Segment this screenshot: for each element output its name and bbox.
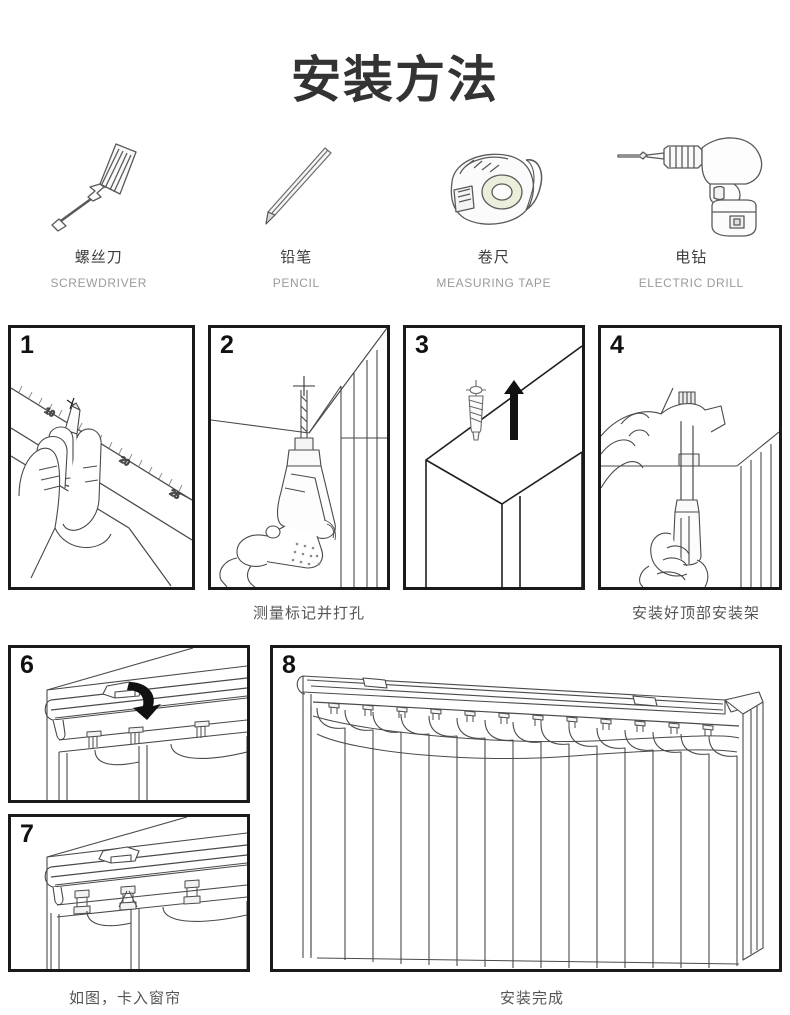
step-panel-1: 1 10 20 25 [8, 325, 195, 590]
tool-name-en: SCREWDRIVER [50, 276, 148, 290]
tool-name-cn: 电钻 [675, 249, 708, 266]
step-1-illustration: 10 20 25 [11, 385, 192, 587]
svg-text:20: 20 [118, 454, 132, 468]
electric-drill-icon [601, 130, 781, 240]
tool-name-en: ELECTRIC DRILL [638, 276, 744, 290]
step-8-illustration [296, 675, 764, 968]
tool-screwdriver: 螺丝刀 SCREWDRIVER [0, 130, 198, 305]
caption-installation-complete: 安装完成 [500, 990, 565, 1007]
measuring-tape-icon [404, 130, 584, 240]
step-2-illustration [211, 328, 387, 587]
tool-pencil: 铅笔 PENCIL [198, 130, 396, 305]
tool-name-cn: 螺丝刀 [74, 249, 123, 266]
step-6-illustration [44, 648, 247, 800]
step-panel-4: 4 [598, 325, 782, 590]
svg-text:10: 10 [43, 405, 57, 419]
step-number: 1 [20, 331, 34, 359]
step-4-illustration [601, 387, 779, 587]
tool-measuring-tape: 卷尺 MEASURING TAPE [395, 130, 593, 305]
step-panel-2: 2 [208, 325, 390, 590]
tool-name-cn: 铅笔 [280, 249, 313, 266]
page-title: 安装方法 [291, 52, 499, 108]
caption-measure-and-drill: 测量标记并打孔 [253, 605, 366, 622]
caption-install-top-bracket: 安装好顶部安装架 [632, 605, 761, 622]
step-number: 4 [610, 331, 624, 359]
screwdriver-icon [9, 130, 189, 240]
tool-name-cn: 卷尺 [477, 249, 510, 266]
step-panel-8: 8 [270, 645, 782, 972]
tools-row: 螺丝刀 SCREWDRIVER 铅笔 PENCIL [0, 130, 790, 305]
step-panel-7: 7 [8, 814, 250, 972]
step-number: 8 [282, 651, 296, 679]
step-number: 3 [415, 331, 429, 359]
caption-clip-in-curtain: 如图，卡入窗帘 [69, 990, 182, 1007]
tool-name-en: MEASURING TAPE [436, 276, 552, 290]
step-number: 2 [220, 331, 234, 359]
tool-name-en: PENCIL [272, 276, 320, 290]
pencil-icon [206, 130, 386, 240]
step-7-illustration [44, 817, 247, 969]
step-panel-6: 6 [8, 645, 250, 803]
step-3-illustration [425, 345, 582, 587]
step-number: 6 [20, 651, 34, 679]
tool-electric-drill: 电钻 ELECTRIC DRILL [593, 130, 790, 305]
step-panel-3: 3 [403, 325, 585, 590]
step-number: 7 [20, 820, 34, 848]
